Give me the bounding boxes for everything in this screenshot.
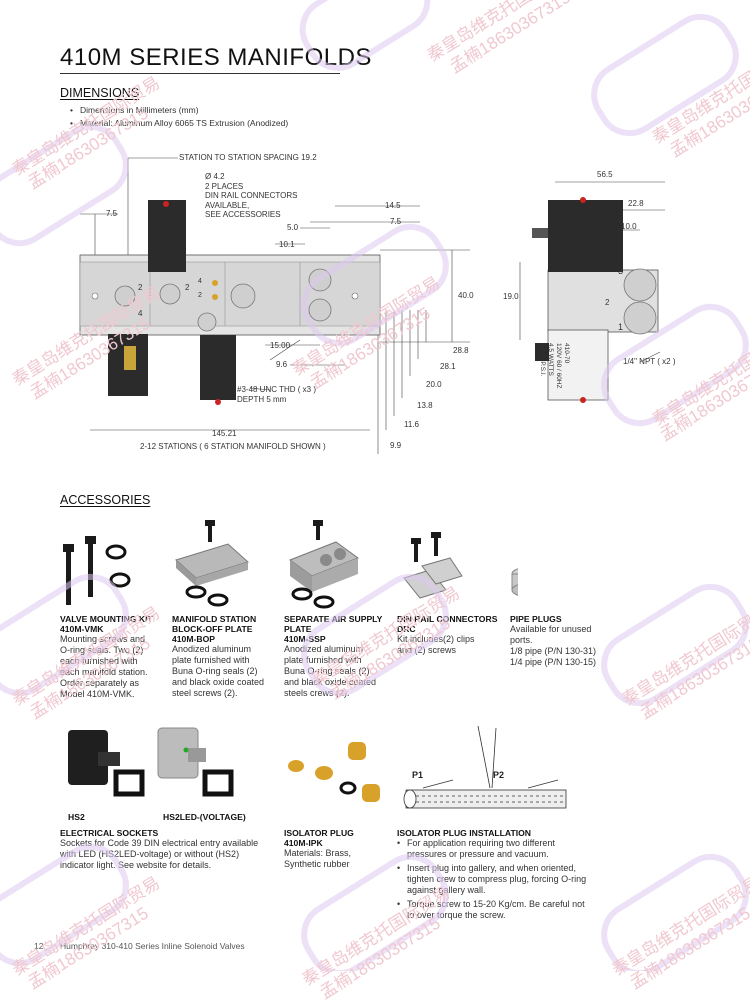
station-spacing-label: STATION TO STATION SPACING 19.2 bbox=[179, 153, 317, 162]
dim-11-6: 11.6 bbox=[404, 420, 419, 429]
thread-note: #3-48 UNC THD ( x3 )DEPTH 5 mm bbox=[237, 385, 316, 404]
watermark-text: 秦皇岛维克托国际贸易 bbox=[8, 873, 164, 980]
dim-13-8: 13.8 bbox=[417, 401, 433, 410]
dimensions-bullet: •Dimensions in Millimeters (mm) bbox=[70, 105, 199, 115]
watermark-text: 孟楠18630367315 bbox=[446, 0, 574, 77]
dim-145-21: 145.21 bbox=[212, 429, 237, 438]
dim-28-8: 28.8 bbox=[453, 346, 469, 355]
isolator-installation: ISOLATOR PLUG INSTALLATION •For applicat… bbox=[397, 828, 627, 921]
dim-5-0: 5.0 bbox=[287, 223, 299, 232]
dim-9-9: 9.9 bbox=[390, 441, 402, 450]
side-port-label-2: 2 bbox=[605, 298, 610, 307]
watermark-text: 秦皇岛维克托国际贸易 bbox=[648, 41, 750, 148]
dim-10-0: 10.0 bbox=[621, 222, 637, 231]
title-underline bbox=[60, 73, 340, 74]
p2-label: P2 bbox=[493, 770, 505, 780]
svg-text:2: 2 bbox=[198, 292, 202, 299]
pipe-plug-image bbox=[511, 568, 518, 596]
watermark-text: 孟楠18630367315 bbox=[636, 633, 750, 723]
svg-text:2: 2 bbox=[138, 283, 143, 292]
page-number: 12 bbox=[34, 941, 44, 951]
hs2led-label: HS2LED-(VOLTAGE) bbox=[163, 812, 246, 822]
isolator-plug: ISOLATOR PLUG 410M-IPK Materials: Brass,… bbox=[284, 828, 354, 869]
footer-text: Humphrey 310-410 Series Inline Solenoid … bbox=[60, 941, 245, 951]
dim-10-1: 10.1 bbox=[279, 240, 295, 249]
dim-9-6: 9.6 bbox=[276, 360, 288, 369]
p1-label: P1 bbox=[412, 770, 424, 780]
valve-mounting-kit-image bbox=[63, 536, 131, 605]
hs2led-socket-image bbox=[157, 727, 234, 797]
dimensions-heading: DIMENSIONS bbox=[60, 86, 140, 100]
accessory-images-row2 bbox=[68, 725, 567, 809]
dim-15-00: 15.00 bbox=[270, 341, 291, 350]
page-title: 410M SERIES MANIFOLDS bbox=[60, 44, 372, 71]
accessory-images-row1 bbox=[63, 520, 518, 609]
accessory-bop: MANIFOLD STATION BLOCK-OFF PLATE 410M-BO… bbox=[172, 614, 265, 698]
svg-text:4: 4 bbox=[198, 278, 202, 285]
dim-14-5: 14.5 bbox=[385, 201, 401, 210]
dim-22-8: 22.8 bbox=[628, 199, 644, 208]
side-port-label-1: 1 bbox=[618, 322, 623, 332]
dim-28-1: 28.1 bbox=[440, 362, 456, 371]
dim-20-0: 20.0 bbox=[426, 380, 442, 389]
din-rail-connectors-image bbox=[403, 532, 463, 599]
accessory-vmk: VALVE MOUNTING KIT 410M-VMK Mounting scr… bbox=[60, 614, 153, 699]
dim-19-0: 19.0 bbox=[503, 292, 519, 301]
air-supply-plate-image bbox=[288, 520, 360, 609]
dim-56-5: 56.5 bbox=[597, 170, 613, 179]
dim-7-5-right: 7.5 bbox=[390, 217, 402, 226]
electrical-sockets: ELECTRICAL SOCKETS Sockets for Code 39 D… bbox=[60, 828, 259, 870]
install-bullet: •Torque screw to 15-20 Kg/cm. Be careful… bbox=[397, 899, 585, 920]
isolator-plug-image bbox=[288, 742, 380, 802]
watermark-text: 秦皇岛维克托国际贸易 bbox=[608, 873, 750, 980]
accessories-heading: ACCESSORIES bbox=[60, 493, 151, 507]
npt-note: 1/4" NPT ( x2 ) bbox=[623, 357, 676, 366]
accessory-pipe-plugs: PIPE PLUGS Available for unused ports. 1… bbox=[510, 614, 597, 667]
accessory-drc: DIN RAIL CONNECTORS DRC Kit includes(2) … bbox=[397, 614, 498, 655]
install-bullet: •For application requiring two different… bbox=[397, 838, 555, 859]
watermark-text: 孟楠18630367315 bbox=[626, 903, 750, 993]
accessory-ssp: SEPARATE AIR SUPPLY PLATE 410M-SSP Anodi… bbox=[284, 614, 383, 698]
watermark-text: 秦皇岛维克托国际贸易 bbox=[423, 0, 579, 66]
svg-text:4: 4 bbox=[138, 309, 143, 318]
side-port-label-3: 3 bbox=[618, 266, 623, 276]
hs2-label: HS2 bbox=[68, 812, 85, 822]
svg-text:2: 2 bbox=[185, 283, 190, 292]
watermark-text: 秦皇岛维克托国际贸易 bbox=[618, 603, 750, 710]
stations-note: 2-12 STATIONS ( 6 STATION MANIFOLD SHOWN… bbox=[140, 442, 326, 451]
dim-7-5-left: 7.5 bbox=[106, 209, 118, 218]
isolator-install-diagram bbox=[403, 725, 567, 809]
block-off-plate-image bbox=[175, 520, 249, 607]
hs2-socket-image bbox=[68, 730, 145, 797]
dim-40-0: 40.0 bbox=[458, 291, 474, 300]
dimensions-bullet: •Material: Aluminum Alloy 6065 TS Extrus… bbox=[70, 118, 289, 128]
install-bullet: •Insert plug into gallery, and when orie… bbox=[397, 863, 587, 895]
watermark-text: 孟楠18630367315 bbox=[316, 913, 444, 1003]
manifold-dimension-drawing: 2 4 2 4 2 3 1 2 bbox=[79, 157, 665, 454]
